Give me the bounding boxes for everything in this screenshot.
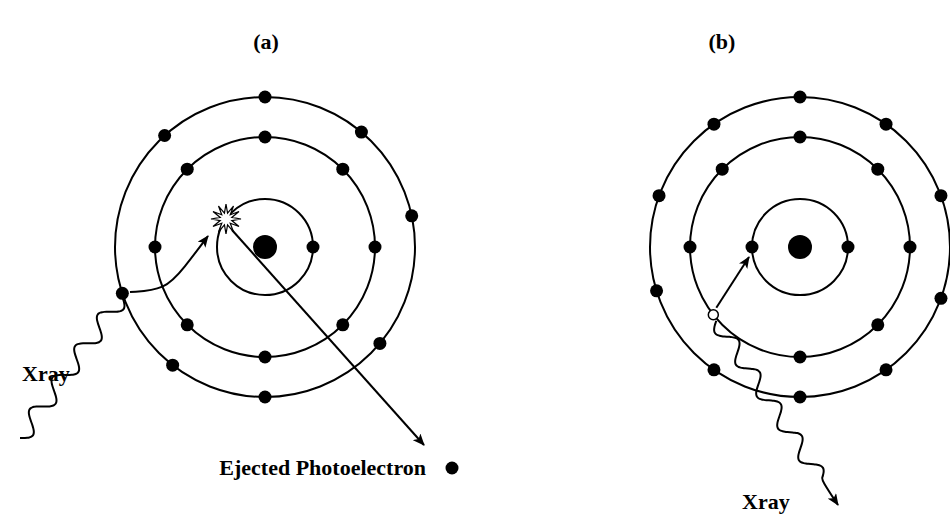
electron: [653, 189, 666, 202]
electron: [373, 337, 386, 350]
electron: [842, 241, 855, 254]
transition-arrow: [716, 257, 749, 308]
electron: [794, 351, 807, 364]
xray-label: Xray: [22, 362, 70, 386]
electron: [307, 241, 320, 254]
electron: [934, 189, 947, 202]
electron: [158, 129, 171, 142]
electron: [259, 91, 272, 104]
electron: [707, 118, 720, 131]
electron: [259, 131, 272, 144]
electron: [369, 241, 382, 254]
electron: [794, 131, 807, 144]
transfer-arrow: [130, 236, 208, 292]
nucleus: [788, 235, 812, 259]
photoelectron-label: Ejected Photoelectron: [219, 456, 426, 480]
panel-label: (a): [253, 30, 279, 54]
xray-wave: [20, 296, 124, 438]
electron: [871, 318, 884, 331]
panel-label: (b): [709, 30, 736, 54]
electron: [336, 318, 349, 331]
electron: [716, 163, 729, 176]
electron: [684, 241, 697, 254]
electron: [259, 391, 272, 404]
electron: [181, 318, 194, 331]
photoelectron-path: [232, 230, 424, 445]
electron: [707, 363, 720, 376]
orbit: [115, 97, 415, 397]
electron: [871, 163, 884, 176]
electron: [934, 292, 947, 305]
orbit: [650, 97, 950, 397]
orbit: [752, 199, 848, 295]
nucleus: [253, 235, 277, 259]
orbit: [690, 137, 910, 357]
electron: [149, 241, 162, 254]
electron: [405, 209, 418, 222]
xray-label: Xray: [742, 490, 790, 514]
photoelectron: [446, 462, 459, 475]
electron: [259, 351, 272, 364]
electron: [166, 359, 179, 372]
orbit: [217, 199, 313, 295]
orbit: [155, 137, 375, 357]
electron: [746, 241, 759, 254]
atom: [650, 91, 950, 404]
vacancy: [708, 310, 718, 320]
electron: [880, 363, 893, 376]
electron: [904, 241, 917, 254]
electron: [880, 118, 893, 131]
xray-wave: [714, 321, 838, 505]
electron: [794, 391, 807, 404]
starburst: [211, 204, 241, 234]
electron: [355, 126, 368, 139]
atom: [115, 91, 418, 404]
electron: [181, 163, 194, 176]
electron: [650, 284, 663, 297]
electron: [336, 163, 349, 176]
electron: [794, 91, 807, 104]
